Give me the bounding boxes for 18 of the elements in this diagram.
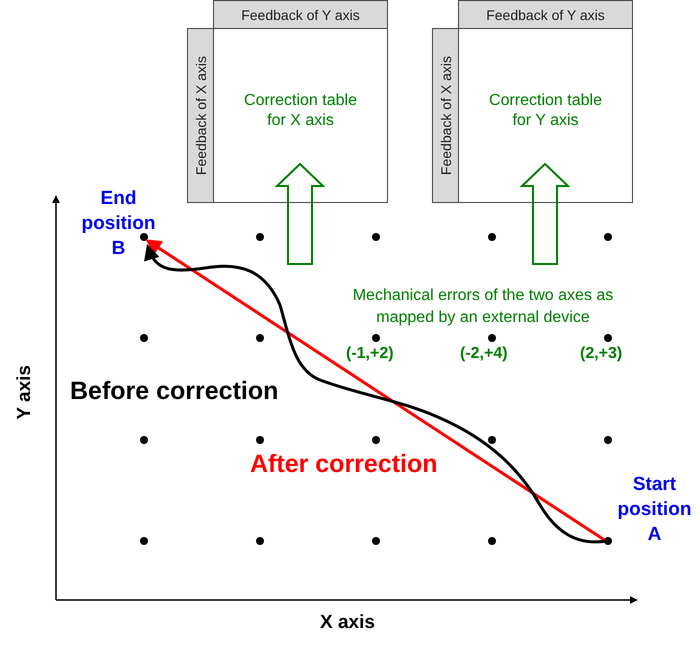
hollow-arrow: [520, 162, 570, 265]
edge-label: Before correction: [70, 377, 278, 406]
note-text: Mechanical errors of the two axes as mapped by an external device: [328, 285, 638, 329]
coordinate-label: (-2,+4): [460, 345, 508, 363]
axis-title: Y axis: [14, 365, 36, 420]
coordinate-label: (-1,+2): [346, 345, 394, 363]
table-header: Feedback of X axis: [187, 28, 214, 203]
position-label: Start position A: [612, 472, 697, 547]
table-title: Correction table for Y axis: [488, 91, 603, 131]
table-header: Feedback of X axis: [432, 28, 459, 203]
table-header: Feedback of Y axis: [458, 0, 633, 29]
table-header: Feedback of Y axis: [213, 0, 388, 29]
table-title: Correction table for X axis: [243, 91, 358, 131]
edge-label: After correction: [250, 450, 438, 479]
axis-title: X axis: [320, 612, 375, 634]
coordinate-label: (2,+3): [580, 345, 622, 363]
position-label: End position B: [76, 186, 161, 261]
hollow-arrow: [274, 162, 326, 265]
